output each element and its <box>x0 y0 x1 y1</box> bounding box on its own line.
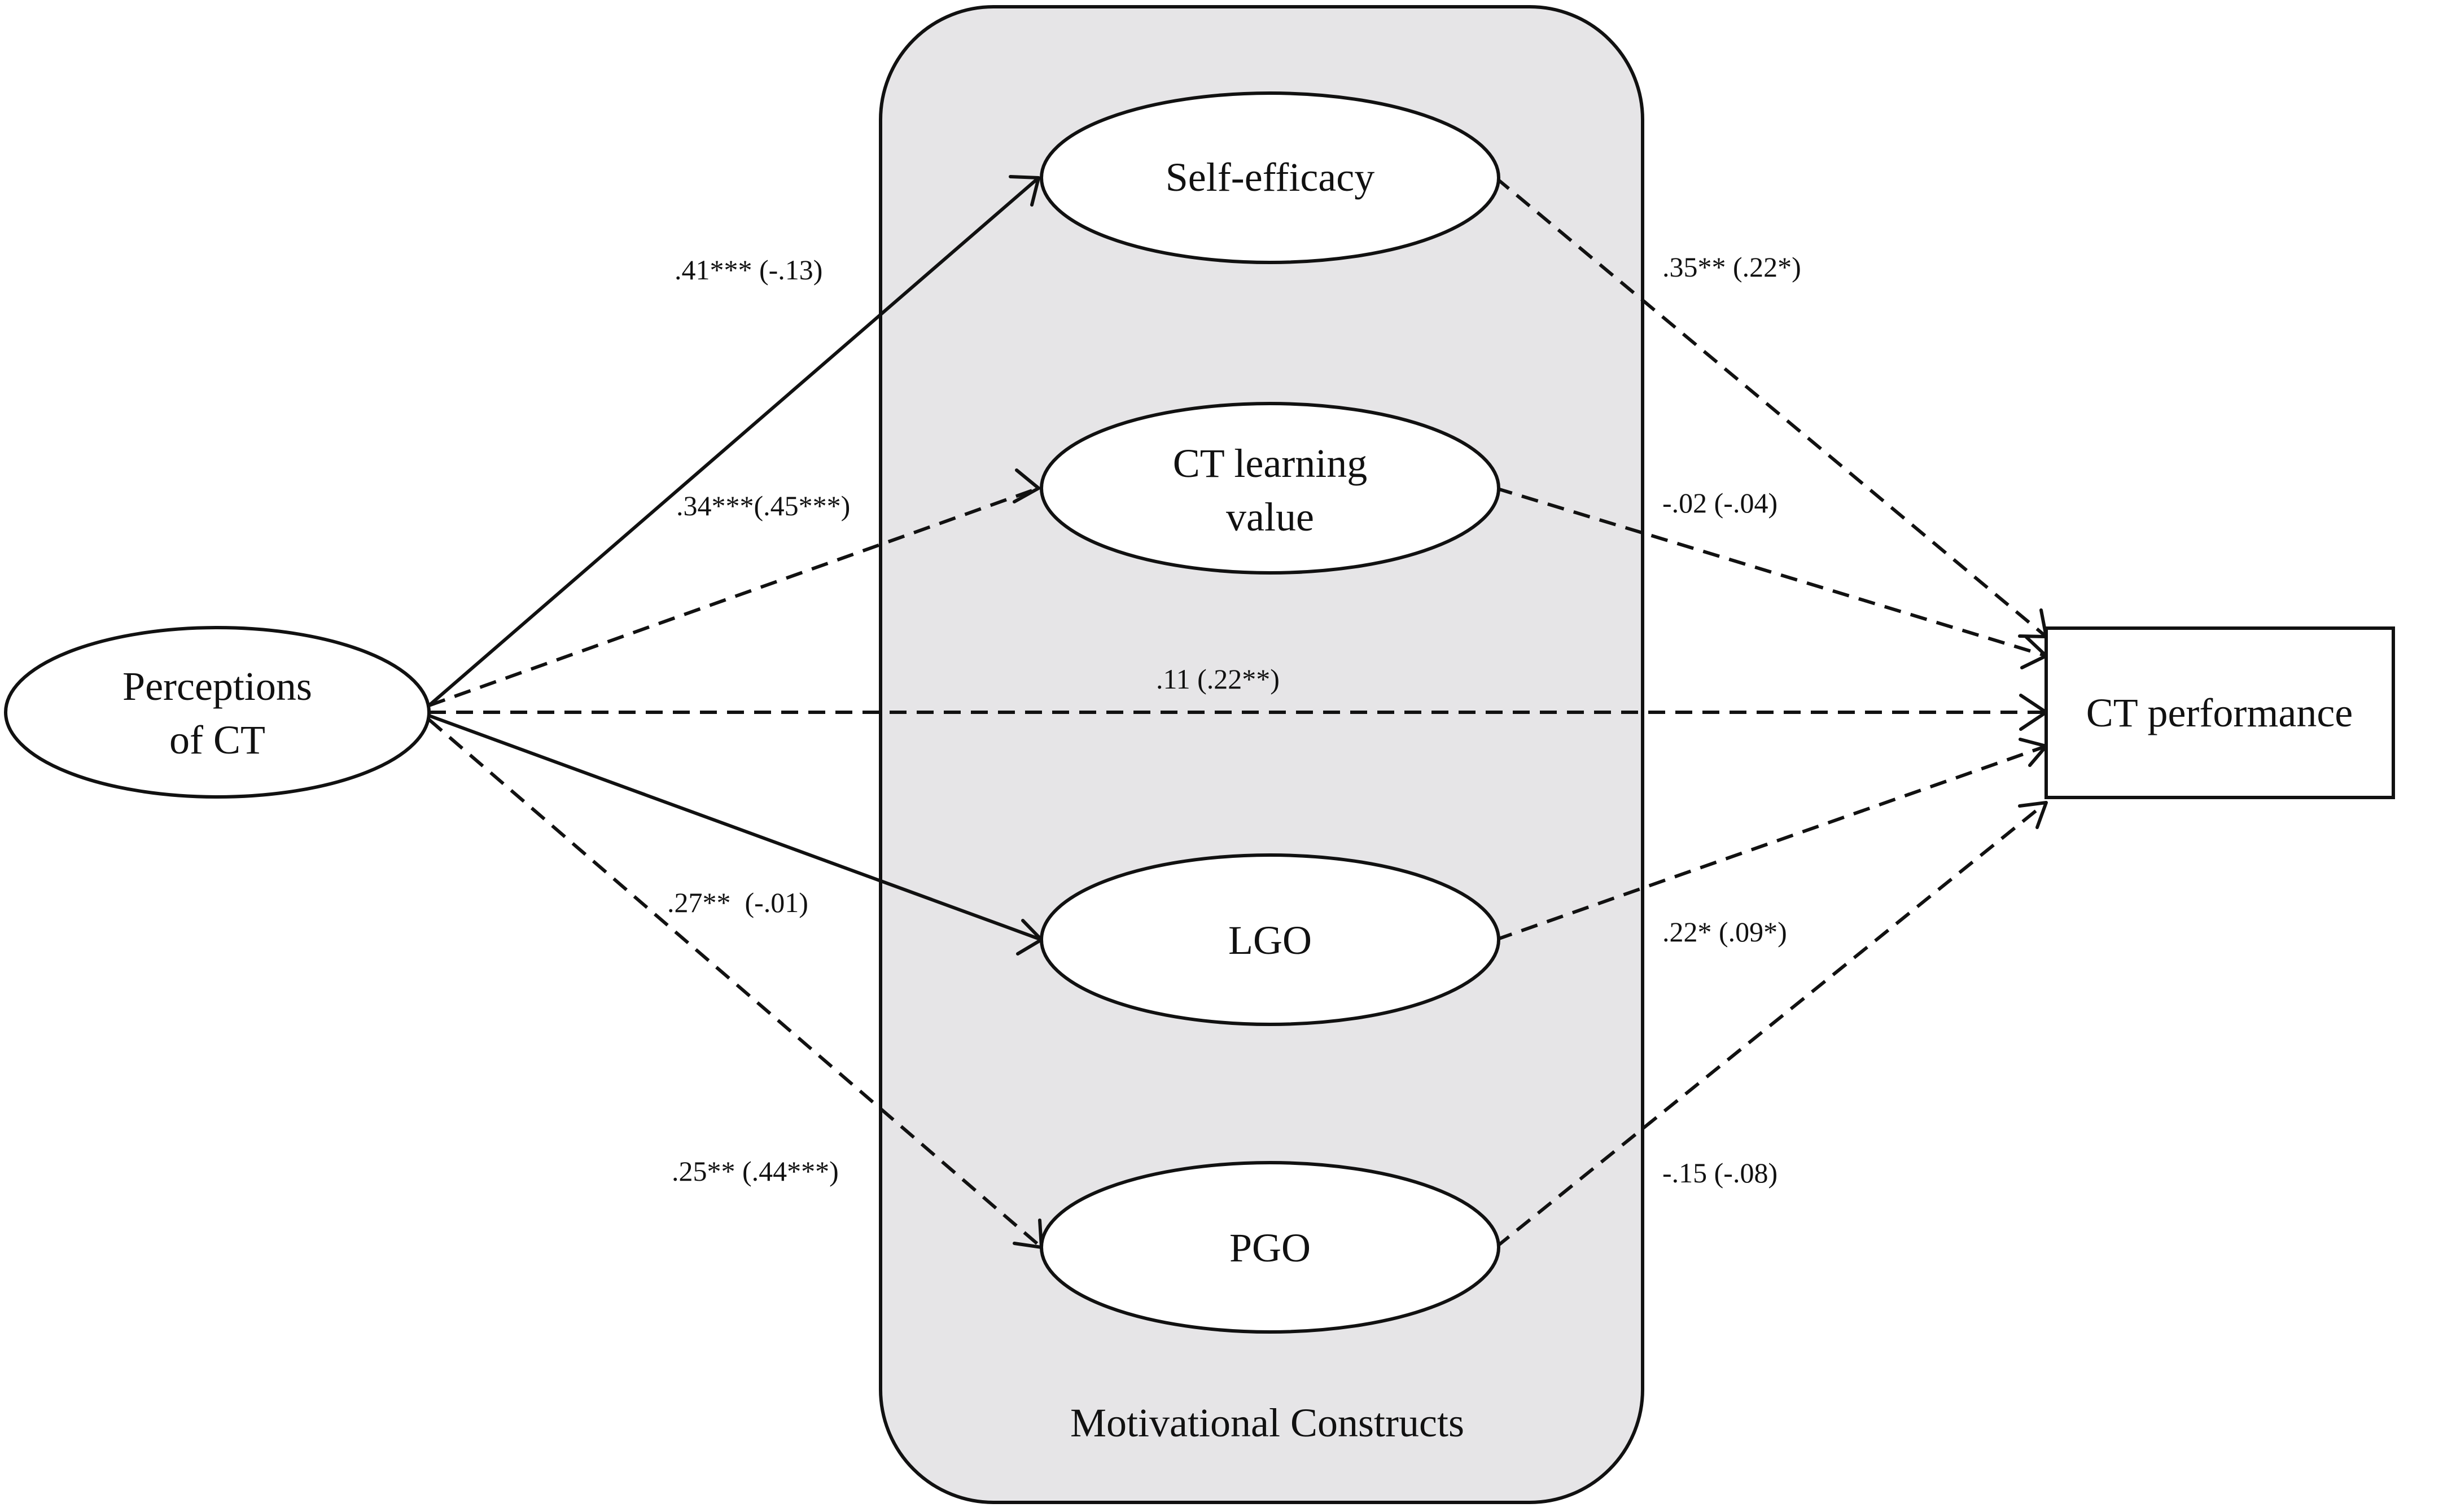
arrowhead-learning-value <box>1013 468 1040 503</box>
node-performance-label: CT performance <box>2086 690 2353 735</box>
coef-perceptions-to-learning-value: .34***(.45***) <box>676 490 850 521</box>
node-pgo-label: PGO <box>1229 1225 1311 1270</box>
coef-self-efficacy-to-performance: .35** (.22*) <box>1662 251 1801 283</box>
node-self-efficacy-label: Self-efficacy <box>1166 155 1374 200</box>
path-learning-value-to-performance <box>1495 487 2047 658</box>
node-learning-value-label-line1: CT learning <box>1173 441 1368 486</box>
coef-perceptions-to-pgo: .25** (.44***) <box>672 1155 839 1187</box>
node-perceptions-label-line2: of CT <box>169 717 265 762</box>
path-pgo-to-performance <box>1495 801 2047 1249</box>
node-learning-value-label-line2: value <box>1226 494 1314 540</box>
node-perceptions-of-ct <box>4 626 431 799</box>
coef-lgo-to-performance: .22* (.09*) <box>1662 916 1787 948</box>
coef-learning-value-to-performance: -.02 (-.04) <box>1662 487 1777 519</box>
motivational-constructs-label: Motivational Constructs <box>1070 1400 1464 1445</box>
arrowhead-self-efficacy <box>1009 175 1040 207</box>
arrowhead-from-pgo <box>2018 801 2048 829</box>
path-lgo-to-performance <box>1495 744 2047 941</box>
path-perceptions-to-self-efficacy <box>428 176 1040 707</box>
path-self-efficacy-to-performance <box>1495 176 2047 638</box>
node-self-efficacy <box>1040 91 1500 264</box>
node-lgo <box>1040 853 1500 1026</box>
coef-perceptions-to-lgo: .27** (-.01) <box>667 887 808 918</box>
node-lgo-label: LGO <box>1228 918 1312 963</box>
arrowhead-from-learning-value <box>2020 636 2048 669</box>
node-perceptions-label-line1: Perceptions <box>122 664 312 709</box>
node-ct-learning-value <box>1040 402 1500 575</box>
node-ct-performance <box>2044 626 2395 799</box>
node-pgo <box>1040 1161 1500 1334</box>
coef-perceptions-to-performance: .11 (.22**) <box>1156 663 1280 695</box>
coef-perceptions-to-self-efficacy: .41*** (-.13) <box>675 254 822 286</box>
coef-pgo-to-performance: -.15 (-.08) <box>1662 1157 1777 1189</box>
path-perceptions-to-lgo <box>428 714 1043 941</box>
motivational-constructs-box <box>879 5 1644 1504</box>
